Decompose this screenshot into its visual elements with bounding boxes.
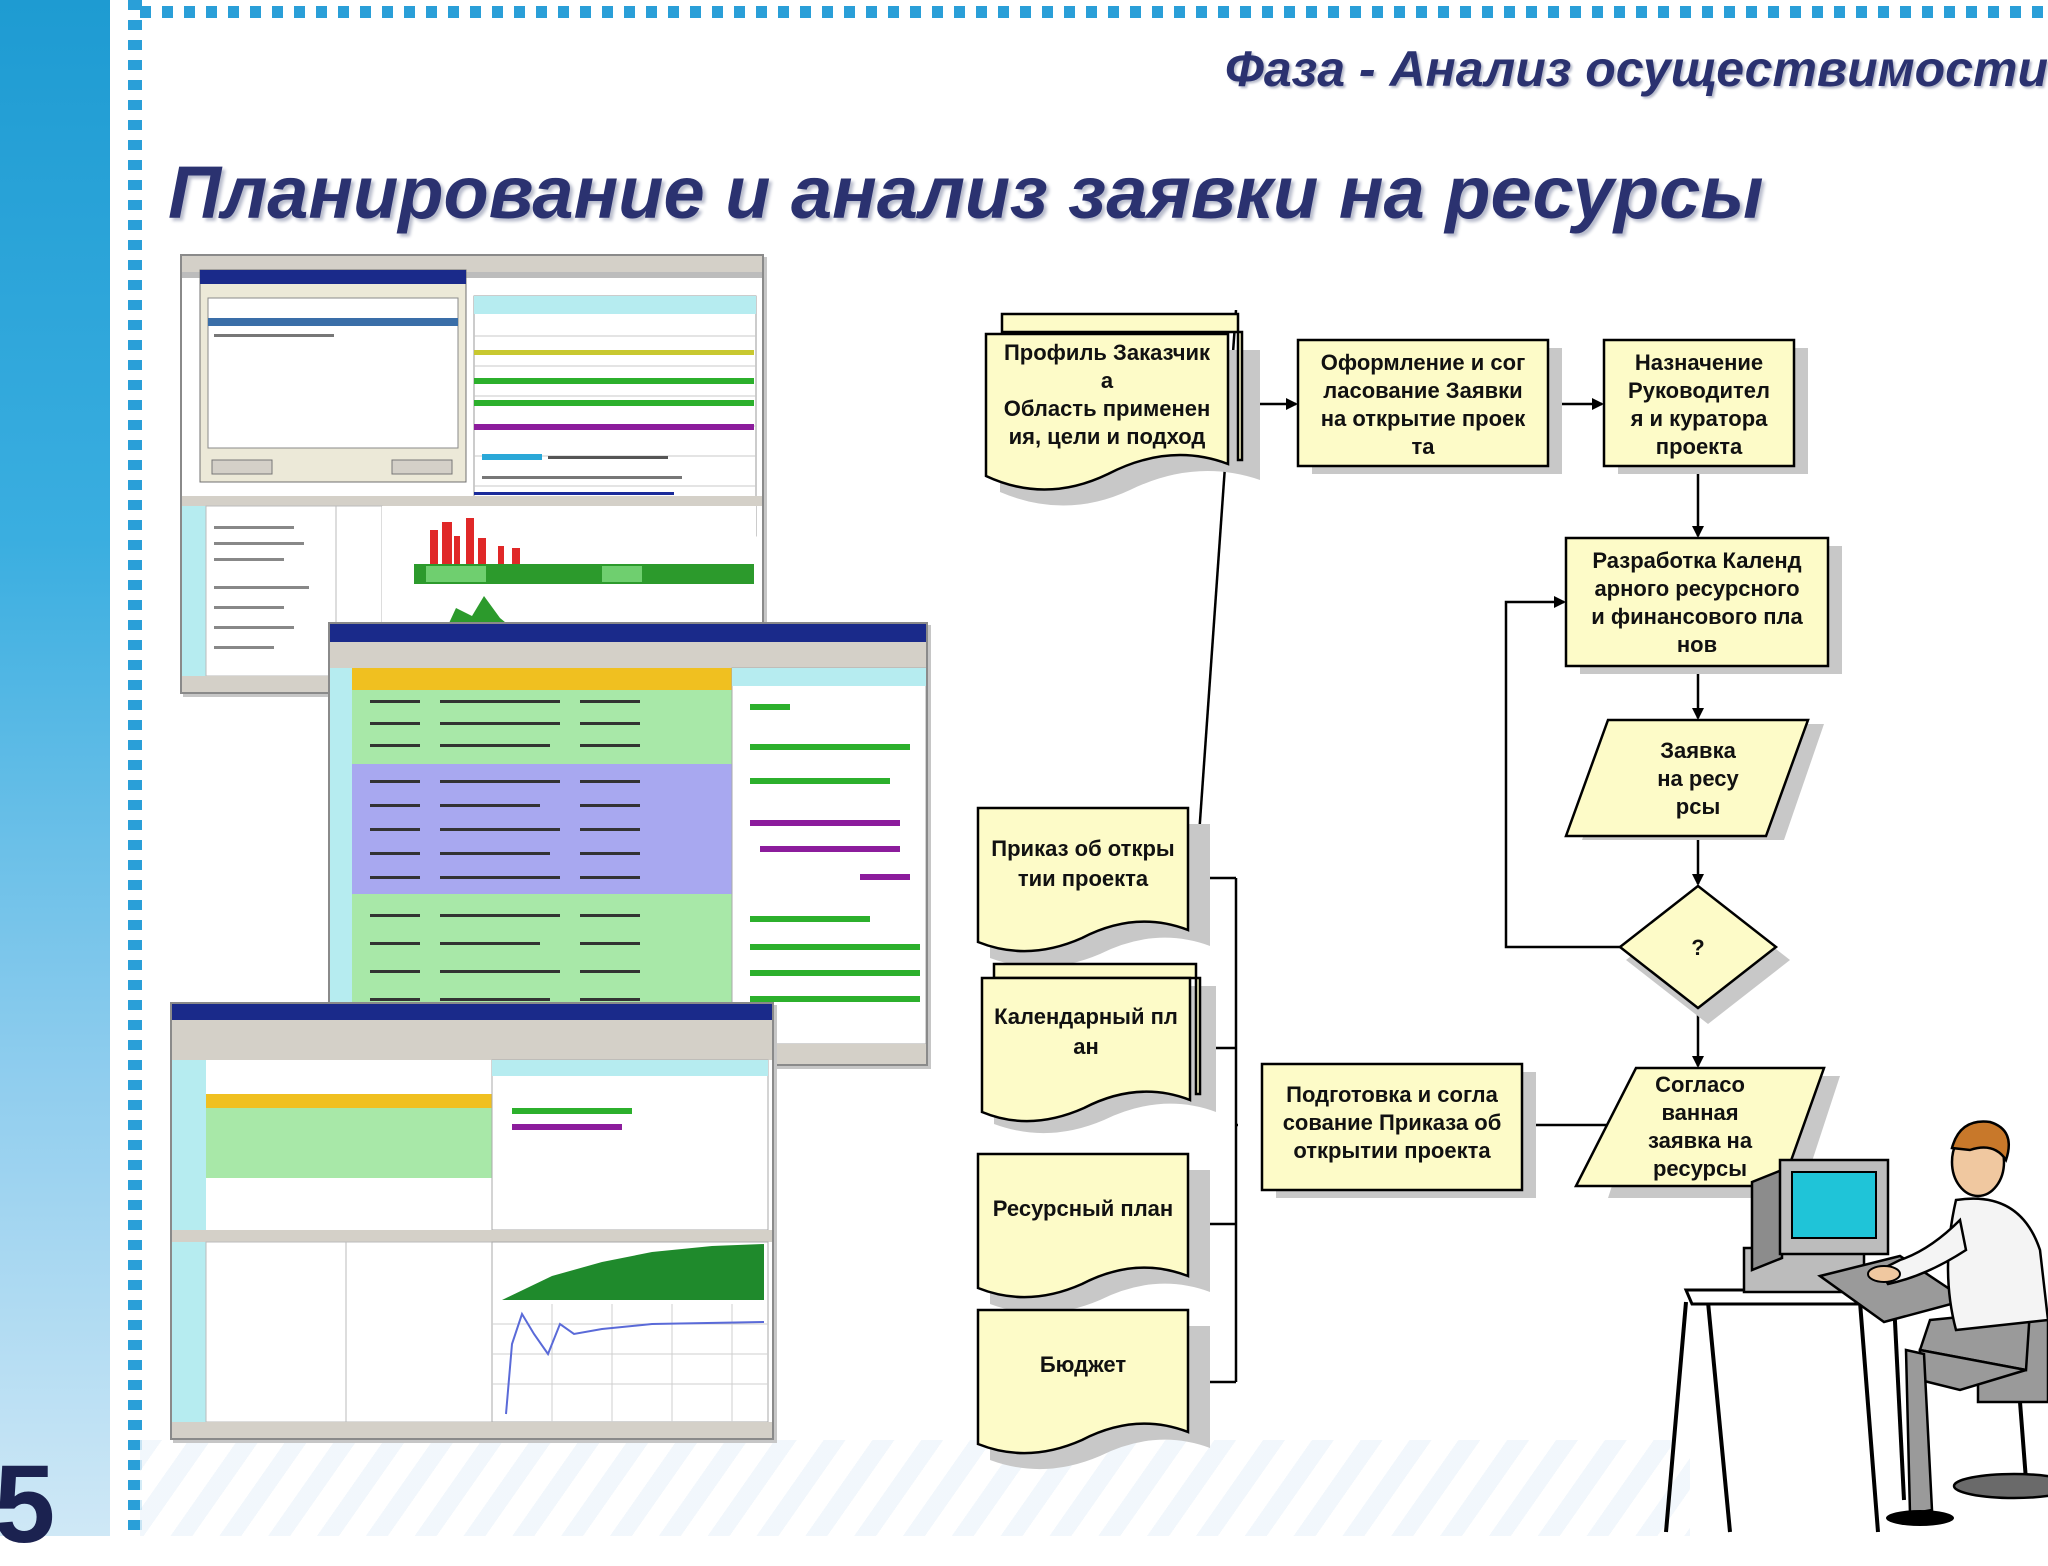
customer-profile-text-line-2: а (1101, 368, 1114, 393)
approved-request-text-line-4: ресурсы (1653, 1156, 1747, 1181)
prepare-order-text-line-1: Подготовка и согла (1286, 1082, 1498, 1107)
request-approval-process: Оформление и сог ласование Заявки на откры… (1296, 338, 1562, 474)
request-approval-text: Оформление и сог ласование Заявки на откры… (1321, 350, 1527, 459)
appoint-manager-text-line-2: Руководител (1628, 378, 1770, 403)
top-dashed-border (140, 6, 2048, 18)
approved-request-text: Согласо ванная заявка на ресурсы (1648, 1072, 1753, 1181)
resource-plan-text: Ресурсный план (993, 1196, 1173, 1221)
left-dashed-border (128, 0, 142, 1536)
customer-profile-text-line-1: Профиль Заказчик (1004, 340, 1211, 365)
budget-text-line-1: Бюджет (1040, 1352, 1127, 1377)
person-at-computer-illustration (1664, 1120, 2048, 1533)
develop-plans-process: Разработка Календ арного ресурсного и фина… (1564, 536, 1842, 674)
project-order-text-line-1: Приказ об откры (991, 836, 1174, 861)
develop-plans-text-line-4: нов (1677, 632, 1717, 657)
develop-plans-text-line-3: и финансового пла (1591, 604, 1803, 629)
calendar-plan-document: Календарный пл ан (980, 962, 1216, 1134)
prepare-order-text-line-3: открытии проекта (1293, 1138, 1491, 1163)
request-approval-text-line-2: ласование Заявки (1323, 378, 1522, 403)
project-order-text-line-2: тии проекта (1018, 866, 1149, 891)
prepare-order-text-line-2: сование Приказа об (1283, 1110, 1502, 1135)
prepare-order-process: Подготовка и согла сование Приказа об откр… (1260, 1062, 1536, 1198)
develop-plans-text-line-1: Разработка Календ (1592, 548, 1801, 573)
bottom-decorative-pattern (140, 1440, 1690, 1536)
appoint-manager-text-line-4: проекта (1656, 434, 1743, 459)
calendar-plan-text-line-2: ан (1073, 1034, 1099, 1059)
customer-profile-text-line-4: ия, цели и подход (1009, 424, 1206, 449)
develop-plans-text: Разработка Календ арного ресурсного и фина… (1591, 548, 1803, 657)
screenshot-financial-chart (170, 1002, 774, 1440)
approved-request-text-line-2: ванная (1661, 1100, 1738, 1125)
slide-title: Планирование и анализ заявки на ресурсы (168, 151, 1764, 234)
left-accent-band (0, 0, 110, 1536)
request-approval-text-line-1: Оформление и сог (1321, 350, 1526, 375)
develop-plans-text-line-2: арного ресурсного (1594, 576, 1799, 601)
screenshot-gantt-table-graphic (330, 624, 926, 1064)
phase-title: Фаза - Анализ осуществимости (1224, 41, 2048, 97)
budget-document: Бюджет (976, 1308, 1210, 1470)
prepare-order-text: Подготовка и согла сование Приказа об откр… (1283, 1082, 1502, 1163)
customer-profile-text-line-3: Область применен (1004, 396, 1211, 421)
resource-request-text: Заявка на ресу рсы (1657, 738, 1739, 819)
project-order-text: Приказ об откры тии проекта (991, 836, 1174, 891)
screenshot-gantt-table (328, 622, 928, 1066)
screenshot-financial-chart-graphic (172, 1004, 772, 1438)
page-number: 5 (0, 1443, 56, 1566)
request-approval-text-line-3: на открытие проек (1321, 406, 1527, 431)
decision-text: ? (1691, 935, 1704, 960)
resource-request-text-line-2: на ресу (1657, 766, 1739, 791)
project-order-document: Приказ об откры тии проекта (976, 806, 1210, 968)
resource-plan-document: Ресурсный план (976, 1152, 1210, 1314)
calendar-plan-text-line-1: Календарный пл (994, 1004, 1178, 1029)
calendar-plan-text: Календарный пл ан (994, 1004, 1178, 1059)
request-approval-text-line-4: та (1411, 434, 1435, 459)
screenshot-resource-loading (180, 254, 764, 694)
decision-text-line-1: ? (1691, 935, 1704, 960)
resource-request-text-line-1: Заявка (1660, 738, 1736, 763)
budget-text: Бюджет (1040, 1352, 1127, 1377)
decision-diamond: ? (1617, 884, 1790, 1024)
appoint-manager-text-line-1: Назначение (1635, 350, 1763, 375)
approved-request-text-line-3: заявка на (1648, 1128, 1753, 1153)
resource-request-text-line-3: рсы (1676, 794, 1720, 819)
resource-plan-text-line-1: Ресурсный план (993, 1196, 1173, 1221)
resource-request-data: Заявка на ресу рсы (1564, 718, 1824, 840)
appoint-manager-text-line-3: я и куратора (1630, 406, 1769, 431)
approved-request-text-line-1: Согласо (1655, 1072, 1745, 1097)
